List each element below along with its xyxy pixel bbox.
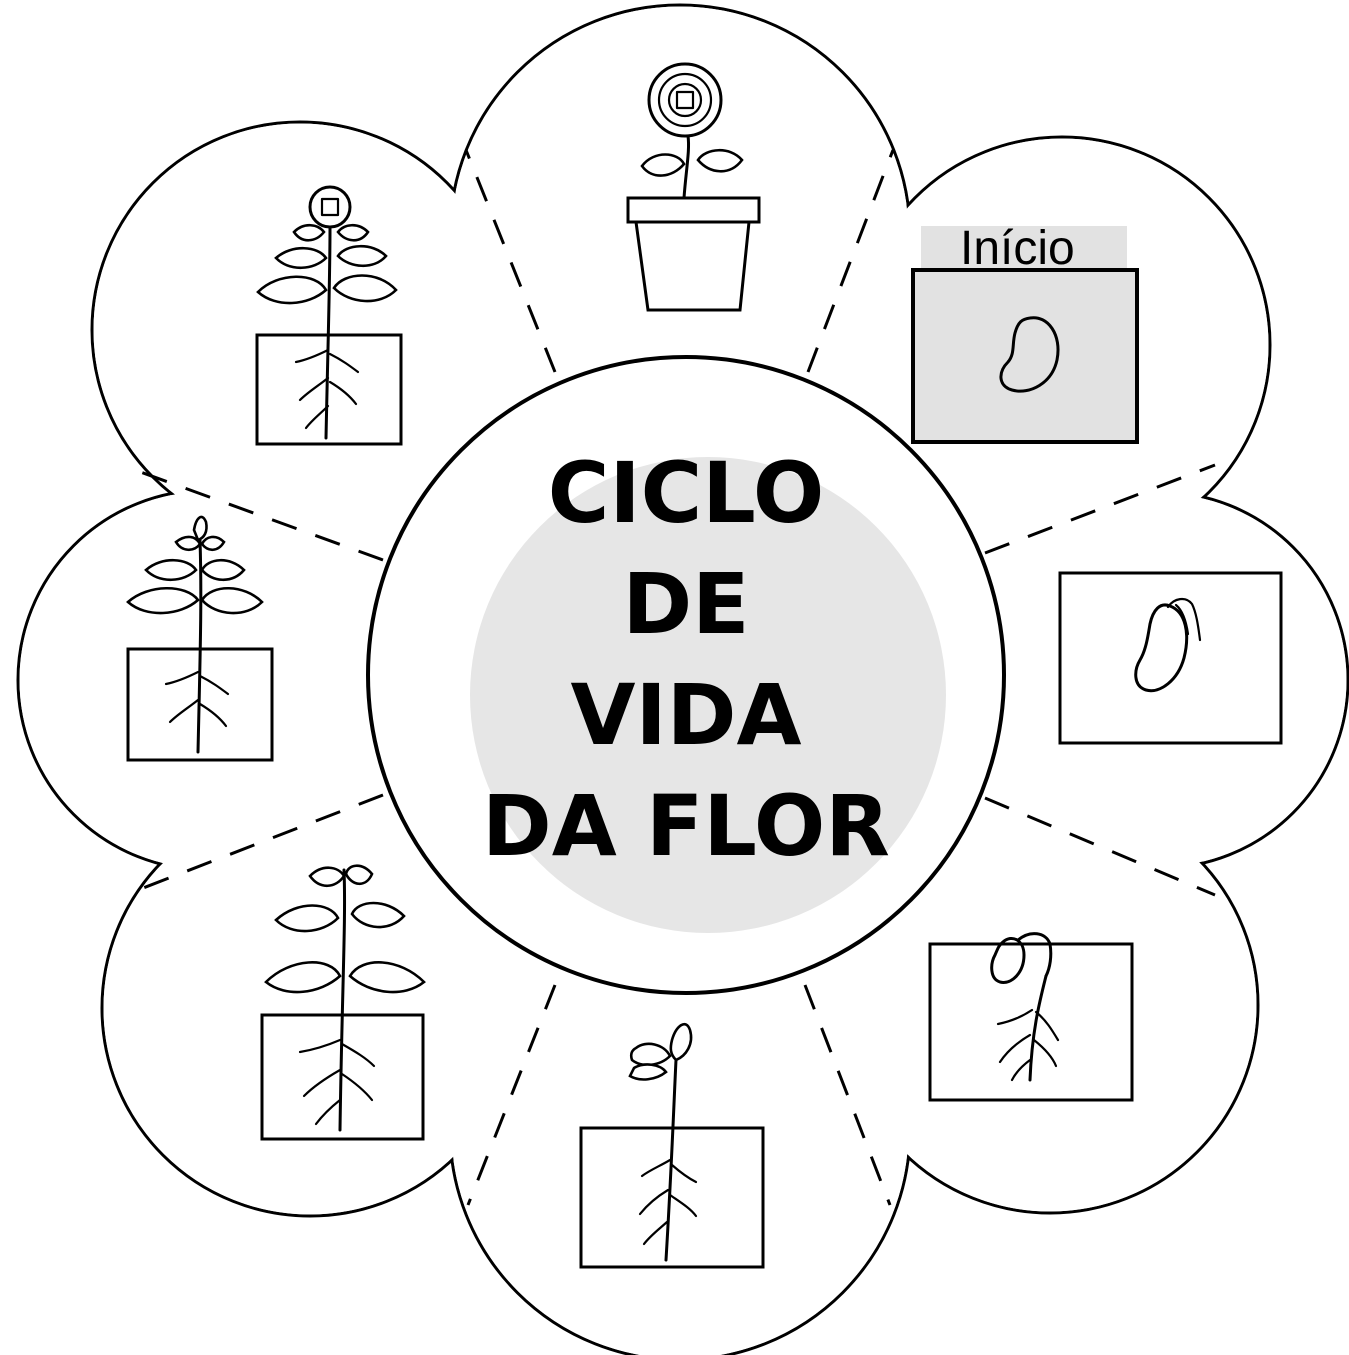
divider-line: [803, 984, 892, 1206]
stage-sprouting-seed: [1058, 571, 1283, 745]
start-label-background: [921, 226, 1127, 272]
segment-dividers: [134, 149, 1216, 1206]
start-label: Início: [960, 222, 1075, 275]
divider-line: [984, 796, 1216, 897]
stage-seedling: [928, 932, 1134, 1102]
title-line-3: VIDA: [571, 666, 802, 764]
divider-line: [466, 984, 557, 1206]
seed-in-soil-icon: [999, 316, 1060, 393]
stage-seed: Início: [911, 222, 1139, 444]
leafy-plant-icon: [264, 864, 426, 1132]
budding-plant-icon: [256, 185, 398, 440]
young-sprout-icon: [628, 1022, 698, 1262]
stage-potted-flower: [626, 62, 761, 312]
stage-budding-plant: [255, 185, 403, 446]
title-line-1: CICLO: [548, 444, 825, 542]
start-box: [911, 268, 1139, 444]
stage-growing-plant: [126, 515, 274, 762]
seedling-with-roots-icon: [990, 932, 1060, 1082]
potted-flower-icon: [626, 62, 761, 312]
divider-line: [464, 149, 557, 373]
title-line-2: DE: [622, 555, 749, 653]
center-circle: CICLO DE VIDA DA FLOR: [366, 355, 1006, 995]
sprouting-seed-icon: [1134, 597, 1202, 693]
title-line-4: DA FLOR: [482, 777, 890, 875]
stage-frame: [1058, 571, 1283, 745]
stage-leafy-plant: [260, 864, 426, 1141]
flower-pot-rim: [626, 196, 761, 224]
divider-line: [806, 149, 895, 373]
divider-line: [984, 463, 1216, 555]
stage-young-sprout: [579, 1022, 765, 1269]
stage-frame: [255, 333, 403, 446]
flower-pot-body: [634, 220, 751, 312]
growing-plant-icon: [126, 515, 264, 754]
